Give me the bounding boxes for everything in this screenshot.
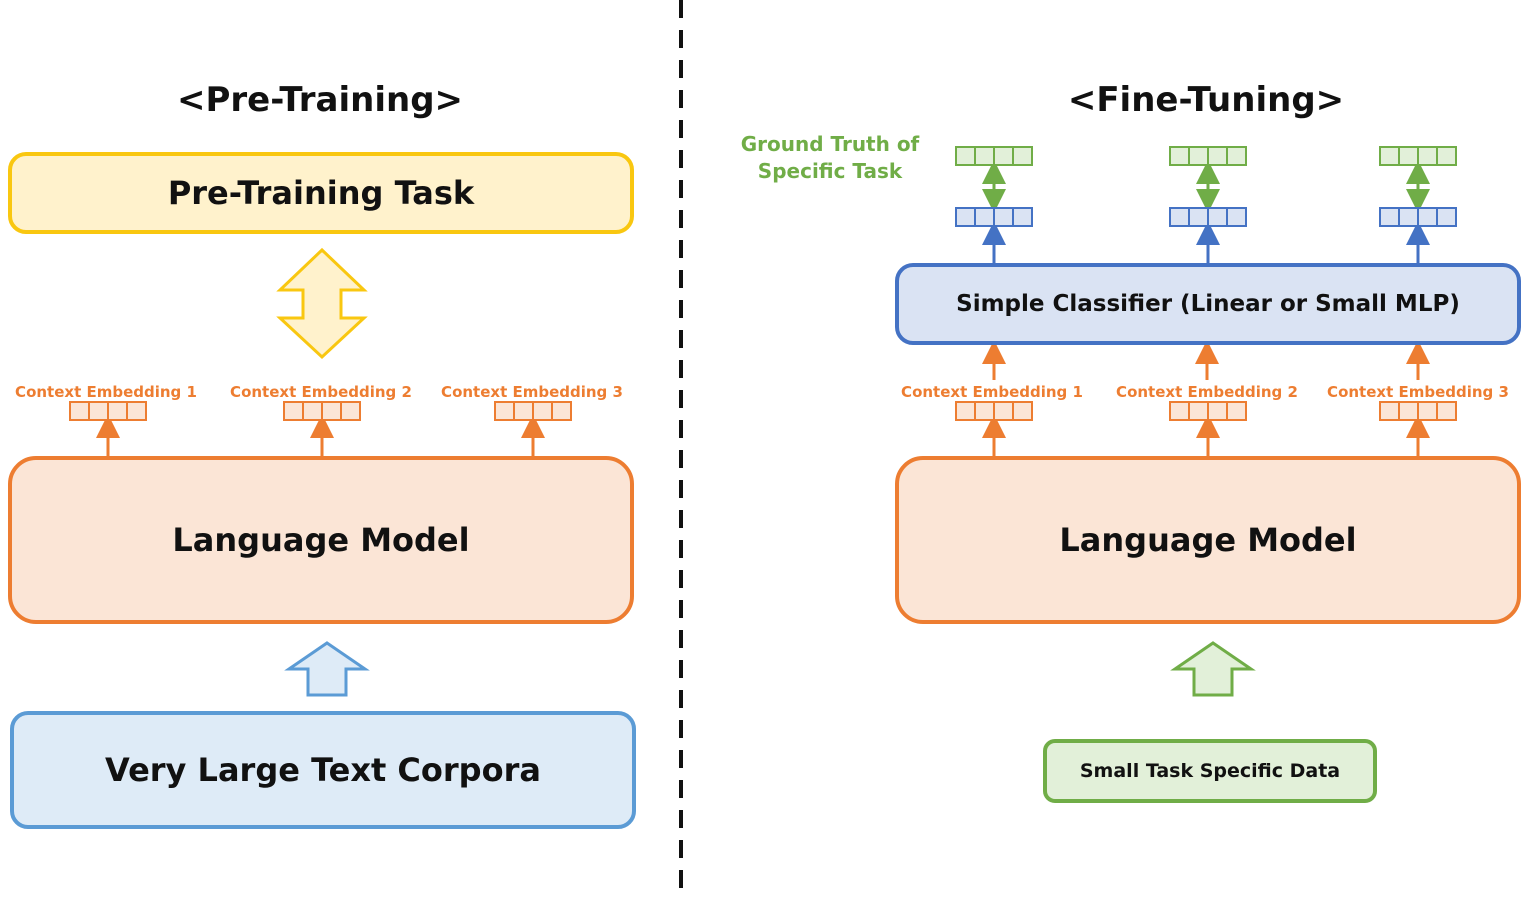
ft-embedding-vector-3 xyxy=(1379,401,1457,421)
finetuning-language-model-label: Language Model xyxy=(1059,521,1357,559)
ground-truth-vector-2 xyxy=(1169,146,1247,166)
pt-embedding-vector-2 xyxy=(283,401,361,421)
ft-embedding-label-3: Context Embedding 3 xyxy=(1327,383,1509,401)
bidirectional-arrow-icon xyxy=(276,247,368,360)
pretraining-task-box: Pre-Training Task xyxy=(8,152,634,234)
pretraining-task-label: Pre-Training Task xyxy=(167,174,475,212)
pt-embedding-vector-1 xyxy=(69,401,147,421)
up-arrow-icon-task-data xyxy=(1170,641,1256,697)
classifier-output-vector-1 xyxy=(955,207,1033,227)
ground-truth-label-line1: Ground Truth of xyxy=(740,132,920,156)
finetuning-title: <Fine-Tuning> xyxy=(1067,80,1345,120)
text-corpora-label: Very Large Text Corpora xyxy=(105,751,541,789)
pt-embedding-vector-3 xyxy=(494,401,572,421)
ft-embedding-vector-1 xyxy=(955,401,1033,421)
ft-embedding-label-2: Context Embedding 2 xyxy=(1116,383,1298,401)
pt-embedding-label-3: Context Embedding 3 xyxy=(441,383,623,401)
ground-truth-label: Ground Truth of Specific Task xyxy=(730,131,930,185)
up-arrow-icon-corpora xyxy=(284,641,370,697)
classifier-output-vector-3 xyxy=(1379,207,1457,227)
pt-embedding-label-2: Context Embedding 2 xyxy=(230,383,412,401)
text-corpora-box: Very Large Text Corpora xyxy=(10,711,636,829)
finetuning-language-model-box: Language Model xyxy=(895,456,1521,624)
classifier-output-vector-2 xyxy=(1169,207,1247,227)
task-data-box: Small Task Specific Data xyxy=(1043,739,1377,803)
ft-embedding-label-1: Context Embedding 1 xyxy=(901,383,1083,401)
ft-embedding-vector-2 xyxy=(1169,401,1247,421)
simple-classifier-box: Simple Classifier (Linear or Small MLP) xyxy=(895,263,1521,345)
pretraining-language-model-box: Language Model xyxy=(8,456,634,624)
task-data-label: Small Task Specific Data xyxy=(1079,760,1341,782)
ground-truth-label-line2: Specific Task xyxy=(757,159,903,183)
ground-truth-vector-1 xyxy=(955,146,1033,166)
ground-truth-vector-3 xyxy=(1379,146,1457,166)
pt-embedding-label-1: Context Embedding 1 xyxy=(15,383,197,401)
pretraining-language-model-label: Language Model xyxy=(172,521,470,559)
simple-classifier-label: Simple Classifier (Linear or Small MLP) xyxy=(956,291,1460,317)
pretraining-title: <Pre-Training> xyxy=(176,80,464,120)
